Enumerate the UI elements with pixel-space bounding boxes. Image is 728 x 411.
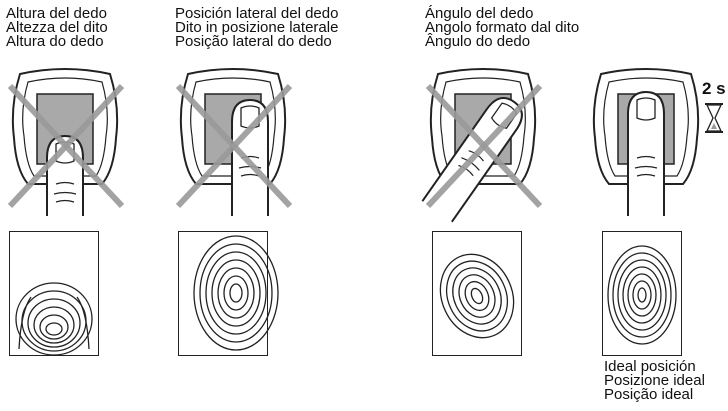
caption-line: Ângulo do dedo [425, 33, 531, 50]
timer-label: 2 s [702, 79, 726, 98]
fingerprint-angled-icon [432, 231, 522, 356]
caption-line: Posição lateral do dedo [175, 33, 332, 50]
caption-line: Altezza del dito [6, 19, 108, 36]
caption-line: Posizione ideal [604, 372, 705, 389]
caption-line: Angolo formato dal dito [425, 19, 580, 36]
finger-angle-scanner-icon [420, 66, 546, 223]
hourglass-icon [704, 103, 724, 133]
fingerprint-ideal-icon [602, 231, 682, 356]
caption-line: Posición lateral del dedo [175, 5, 339, 22]
caption-line: Altura do dedo [6, 33, 104, 50]
caption-line: Ideal posición [604, 358, 696, 375]
caption-line: Altura del dedo [6, 5, 107, 22]
fingerprint-partial-icon [9, 231, 99, 356]
finger-lateral-scanner-icon [170, 66, 296, 216]
caption-line: Posição ideal [604, 386, 694, 403]
caption-finger-height: Altura del dedo Altezza del dito Altura … [6, 5, 108, 50]
fingerprint-lateral-icon [178, 231, 279, 356]
caption-finger-angle: Ángulo del dedo Angolo formato dal dito … [425, 5, 580, 50]
finger-ideal-scanner-icon [583, 66, 709, 216]
caption-finger-lateral: Posición lateral del dedo Dito in posizi… [175, 5, 339, 50]
finger-height-scanner-icon [2, 66, 128, 216]
caption-line: Dito in posizione laterale [175, 19, 339, 36]
caption-ideal-position: Ideal posición Posizione ideal Posição i… [604, 358, 705, 403]
caption-line: Ángulo del dedo [425, 5, 534, 22]
